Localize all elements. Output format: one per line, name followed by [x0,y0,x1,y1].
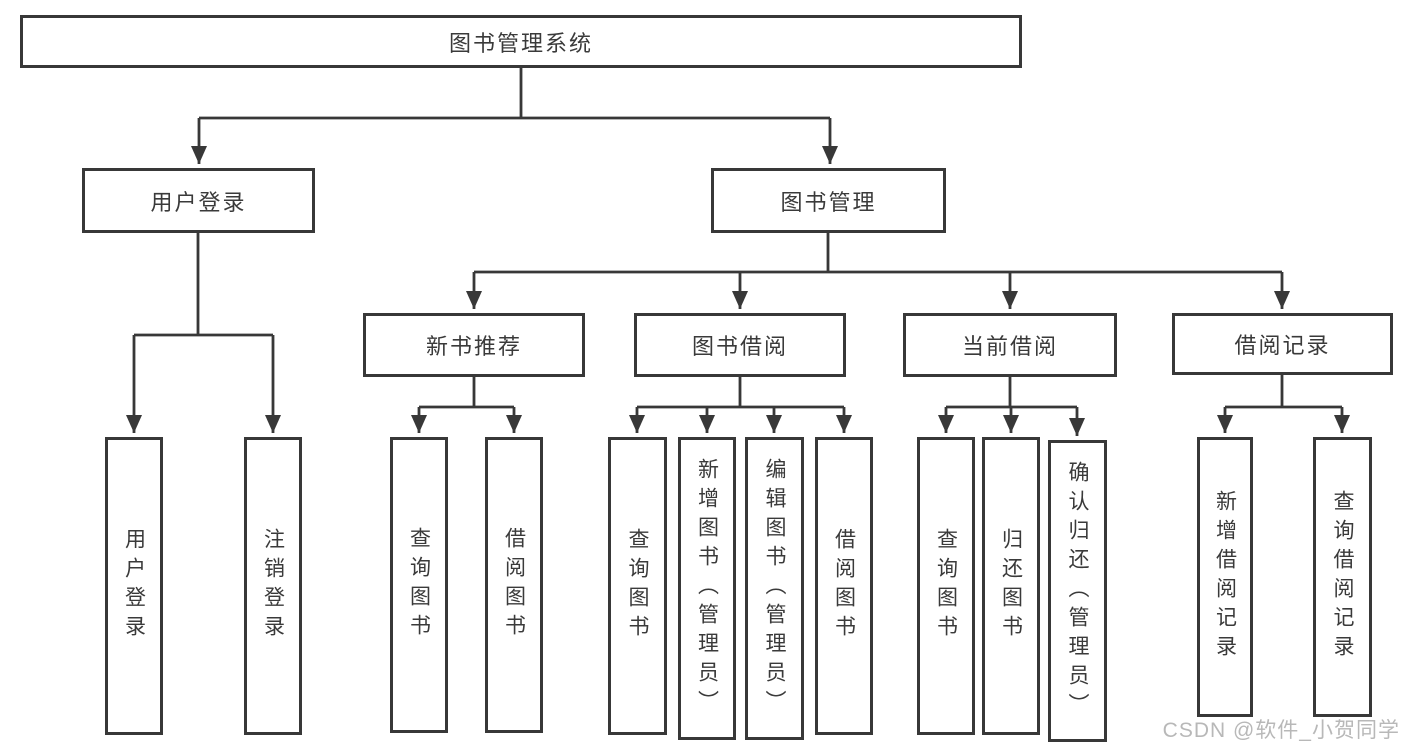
wire-book-split [474,233,1282,274]
node-library-system: 图书管理系统 [20,15,1022,68]
leaf-borrowing-add-books-admin: 新增图书（管理员） [678,437,736,740]
leaf-borrowing-query-books: 查询图书 [608,437,667,735]
node-current-borrowing: 当前借阅 [903,313,1117,377]
wire-user-split [134,233,273,337]
leaf-recommend-borrow-books: 借阅图书 [485,437,543,733]
node-borrowing-records: 借阅记录 [1172,313,1393,375]
leaf-records-query-record: 查询借阅记录 [1313,437,1372,717]
csdn-watermark: CSDN @软件_小贺同学 [1162,719,1400,742]
leaf-logout: 注销登录 [244,437,302,735]
leaf-borrowing-borrow-books: 借阅图书 [815,437,873,735]
wire-current-split [946,377,1077,409]
wire-root-split [199,68,830,120]
wire-records-split [1225,375,1342,409]
wire-recommend-split [419,377,514,409]
leaf-current-return-books: 归还图书 [982,437,1040,735]
leaf-user-login: 用户登录 [105,437,163,735]
leaf-current-confirm-return-admin: 确认归还（管理员） [1048,440,1107,742]
leaf-borrowing-edit-books-admin: 编辑图书（管理员） [745,437,804,740]
node-book-management: 图书管理 [711,168,946,233]
node-new-book-recommendation: 新书推荐 [363,313,585,377]
leaf-records-add-record: 新增借阅记录 [1197,437,1253,717]
leaf-recommend-query-books: 查询图书 [390,437,448,733]
wire-borrowing-split [637,377,844,409]
leaf-current-query-books: 查询图书 [917,437,975,735]
node-user-login: 用户登录 [82,168,315,233]
node-book-borrowing: 图书借阅 [634,313,846,377]
